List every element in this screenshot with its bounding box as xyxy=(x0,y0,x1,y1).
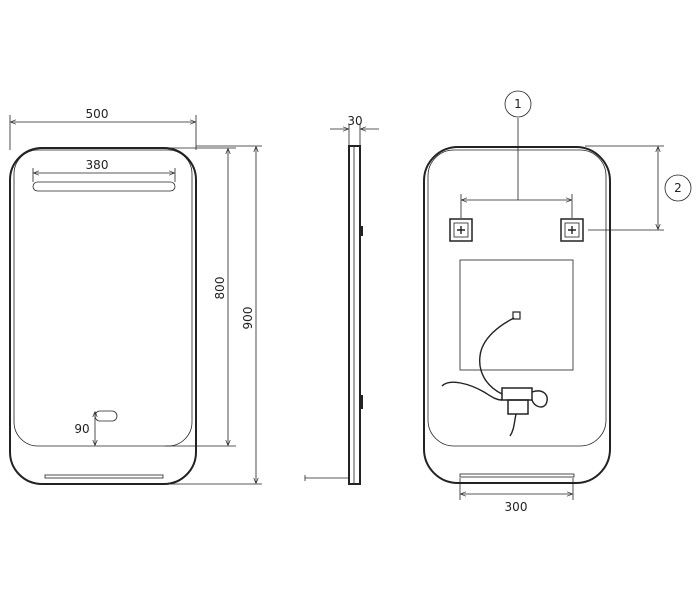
front-bottom-shelf xyxy=(44,474,164,479)
back-inner-panel xyxy=(427,149,607,447)
sensor-box xyxy=(512,311,521,320)
driver-connector xyxy=(507,399,529,415)
front-glass-panel xyxy=(13,149,193,447)
driver-unit xyxy=(501,387,533,401)
mains-cable xyxy=(441,381,503,401)
back-access-panel xyxy=(459,259,574,371)
power-cable xyxy=(479,317,515,395)
right-bracket-cross-icon xyxy=(568,226,576,234)
front-mirror-outline xyxy=(9,147,197,485)
front-light-strip xyxy=(32,181,176,192)
side-mirror-profile xyxy=(348,145,361,485)
side-view: 30 xyxy=(304,114,379,485)
light-width-dimension-label: 380 xyxy=(86,158,109,172)
width-dimension-label: 500 xyxy=(86,107,109,121)
height-dimension-label: 800 xyxy=(213,277,227,300)
total-height-dimension-label: 900 xyxy=(241,307,255,330)
front-view: 500 380 800 900 90 xyxy=(9,107,262,485)
side-wall-fixing-top xyxy=(360,226,363,236)
back-view: 1 2 300 xyxy=(423,90,692,514)
left-hanging-bracket xyxy=(449,218,473,242)
callout-1-label: 1 xyxy=(514,97,522,111)
left-bracket-cross-icon xyxy=(457,226,465,234)
callout-1-circle xyxy=(504,90,532,118)
front-sensor-button xyxy=(94,410,118,422)
sensor-offset-dimension-label: 90 xyxy=(74,422,89,436)
callout-2-circle xyxy=(664,174,692,202)
back-bottom-shelf xyxy=(459,473,575,478)
output-cable-loop xyxy=(531,390,548,408)
right-hanging-bracket xyxy=(560,218,584,242)
back-mirror-outline xyxy=(423,146,611,484)
depth-dimension-label: 30 xyxy=(347,114,362,128)
output-cable-tail xyxy=(509,413,517,437)
bracket-width-dimension-label: 300 xyxy=(505,500,528,514)
callout-2-label: 2 xyxy=(674,181,682,195)
side-wall-fixing-bottom xyxy=(360,395,363,409)
